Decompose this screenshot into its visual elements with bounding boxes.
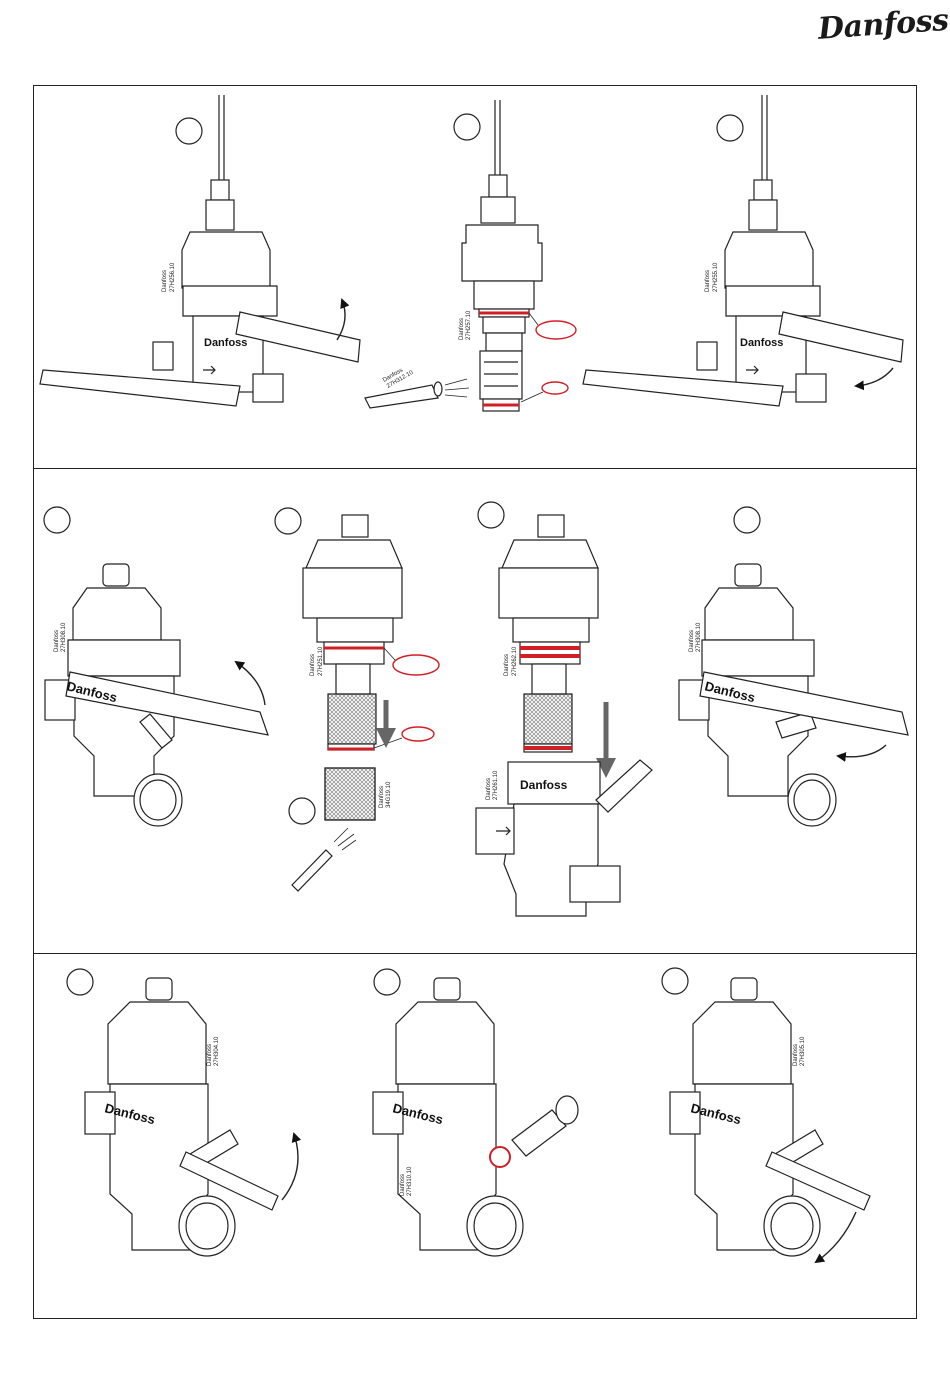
- seal-highlight: [541, 381, 569, 395]
- step-marker: [274, 507, 302, 535]
- part-number-line2: 27H255.10: [713, 262, 719, 292]
- part-number-line2: 27H251.10: [318, 646, 324, 676]
- step-3-2-illustration: Danfoss Danfoss 27H310.10: [372, 968, 579, 1257]
- row-divider-1: [33, 468, 917, 469]
- part-number-line2: 27H305.10: [800, 1036, 806, 1066]
- step-1-2-illustration: Danfoss 27H257.10 Danfoss 27H312.10: [364, 100, 577, 412]
- part-number-line1: Danfoss: [459, 318, 465, 340]
- step-marker: [453, 113, 481, 141]
- seal-highlight: [401, 726, 435, 742]
- filter-number-line2: 34G19.10: [386, 781, 392, 808]
- valve-brand-label: Danfoss: [740, 337, 783, 349]
- step-2-3-illustration: Danfoss Danfoss 27H262.10 Danfoss 27H261…: [475, 501, 653, 917]
- part-number-line1: Danfoss: [310, 654, 316, 676]
- part-number-line1: Danfoss: [705, 270, 711, 292]
- step-marker: [43, 506, 71, 534]
- step-2-4-illustration: Danfoss Danfoss 27H308.10: [678, 506, 909, 827]
- instruction-frame: [33, 85, 917, 1319]
- valve-brand-label: Danfoss: [204, 337, 247, 349]
- step-marker: [175, 117, 203, 145]
- step-marker: [716, 114, 744, 142]
- part-number-line1: Danfoss: [54, 630, 60, 652]
- part-number-line1: Danfoss: [793, 1044, 799, 1066]
- part-number-line1: Danfoss: [504, 654, 510, 676]
- body-brand-label: Danfoss: [520, 778, 568, 792]
- part-number-line2: 27H308.10: [61, 622, 67, 652]
- body-number-line1: Danfoss: [486, 778, 492, 800]
- step-marker: [661, 967, 689, 995]
- part-number-line2: 27H262.10: [512, 646, 518, 676]
- body-number-line2: 27H261.10: [493, 770, 499, 800]
- step-marker: [373, 968, 401, 996]
- seal-highlight: [489, 1146, 511, 1168]
- part-number-line2: 27H257.10: [466, 310, 472, 340]
- part-number-line1: Danfoss: [400, 1174, 406, 1196]
- part-number-line1: Danfoss: [162, 270, 168, 292]
- step-marker: [66, 968, 94, 996]
- step-3-1-illustration: Danfoss Danfoss 27H304.10: [66, 968, 302, 1257]
- part-number-line2: 27H308.10: [696, 622, 702, 652]
- part-number-line2: 27H310.10: [407, 1166, 413, 1196]
- step-1-3-illustration: Danfoss Danfoss 27H255.10: [582, 95, 904, 407]
- step-2-1-illustration: Danfoss Danfoss 27H308.10: [43, 506, 269, 827]
- seal-highlight: [535, 320, 577, 340]
- step-1-1-illustration: Danfoss Danfoss 27H256.10: [39, 95, 361, 407]
- step-2-2-illustration: Danfoss 27H251.10 Danfoss 34G19.10: [274, 507, 440, 892]
- step-3-3-illustration: Danfoss Danfoss 27H305.10: [661, 967, 871, 1264]
- part-number-line2: 27H304.10: [214, 1036, 220, 1066]
- part-number-line1: Danfoss: [689, 630, 695, 652]
- step-marker: [477, 501, 505, 529]
- part-number-line1: Danfoss: [207, 1044, 213, 1066]
- step-marker: [288, 797, 316, 825]
- part-number-line2: 27H256.10: [170, 262, 176, 292]
- step-marker: [733, 506, 761, 534]
- row-divider-2: [33, 953, 917, 954]
- seal-highlight: [392, 654, 440, 676]
- filter-number-line1: Danfoss: [379, 786, 385, 808]
